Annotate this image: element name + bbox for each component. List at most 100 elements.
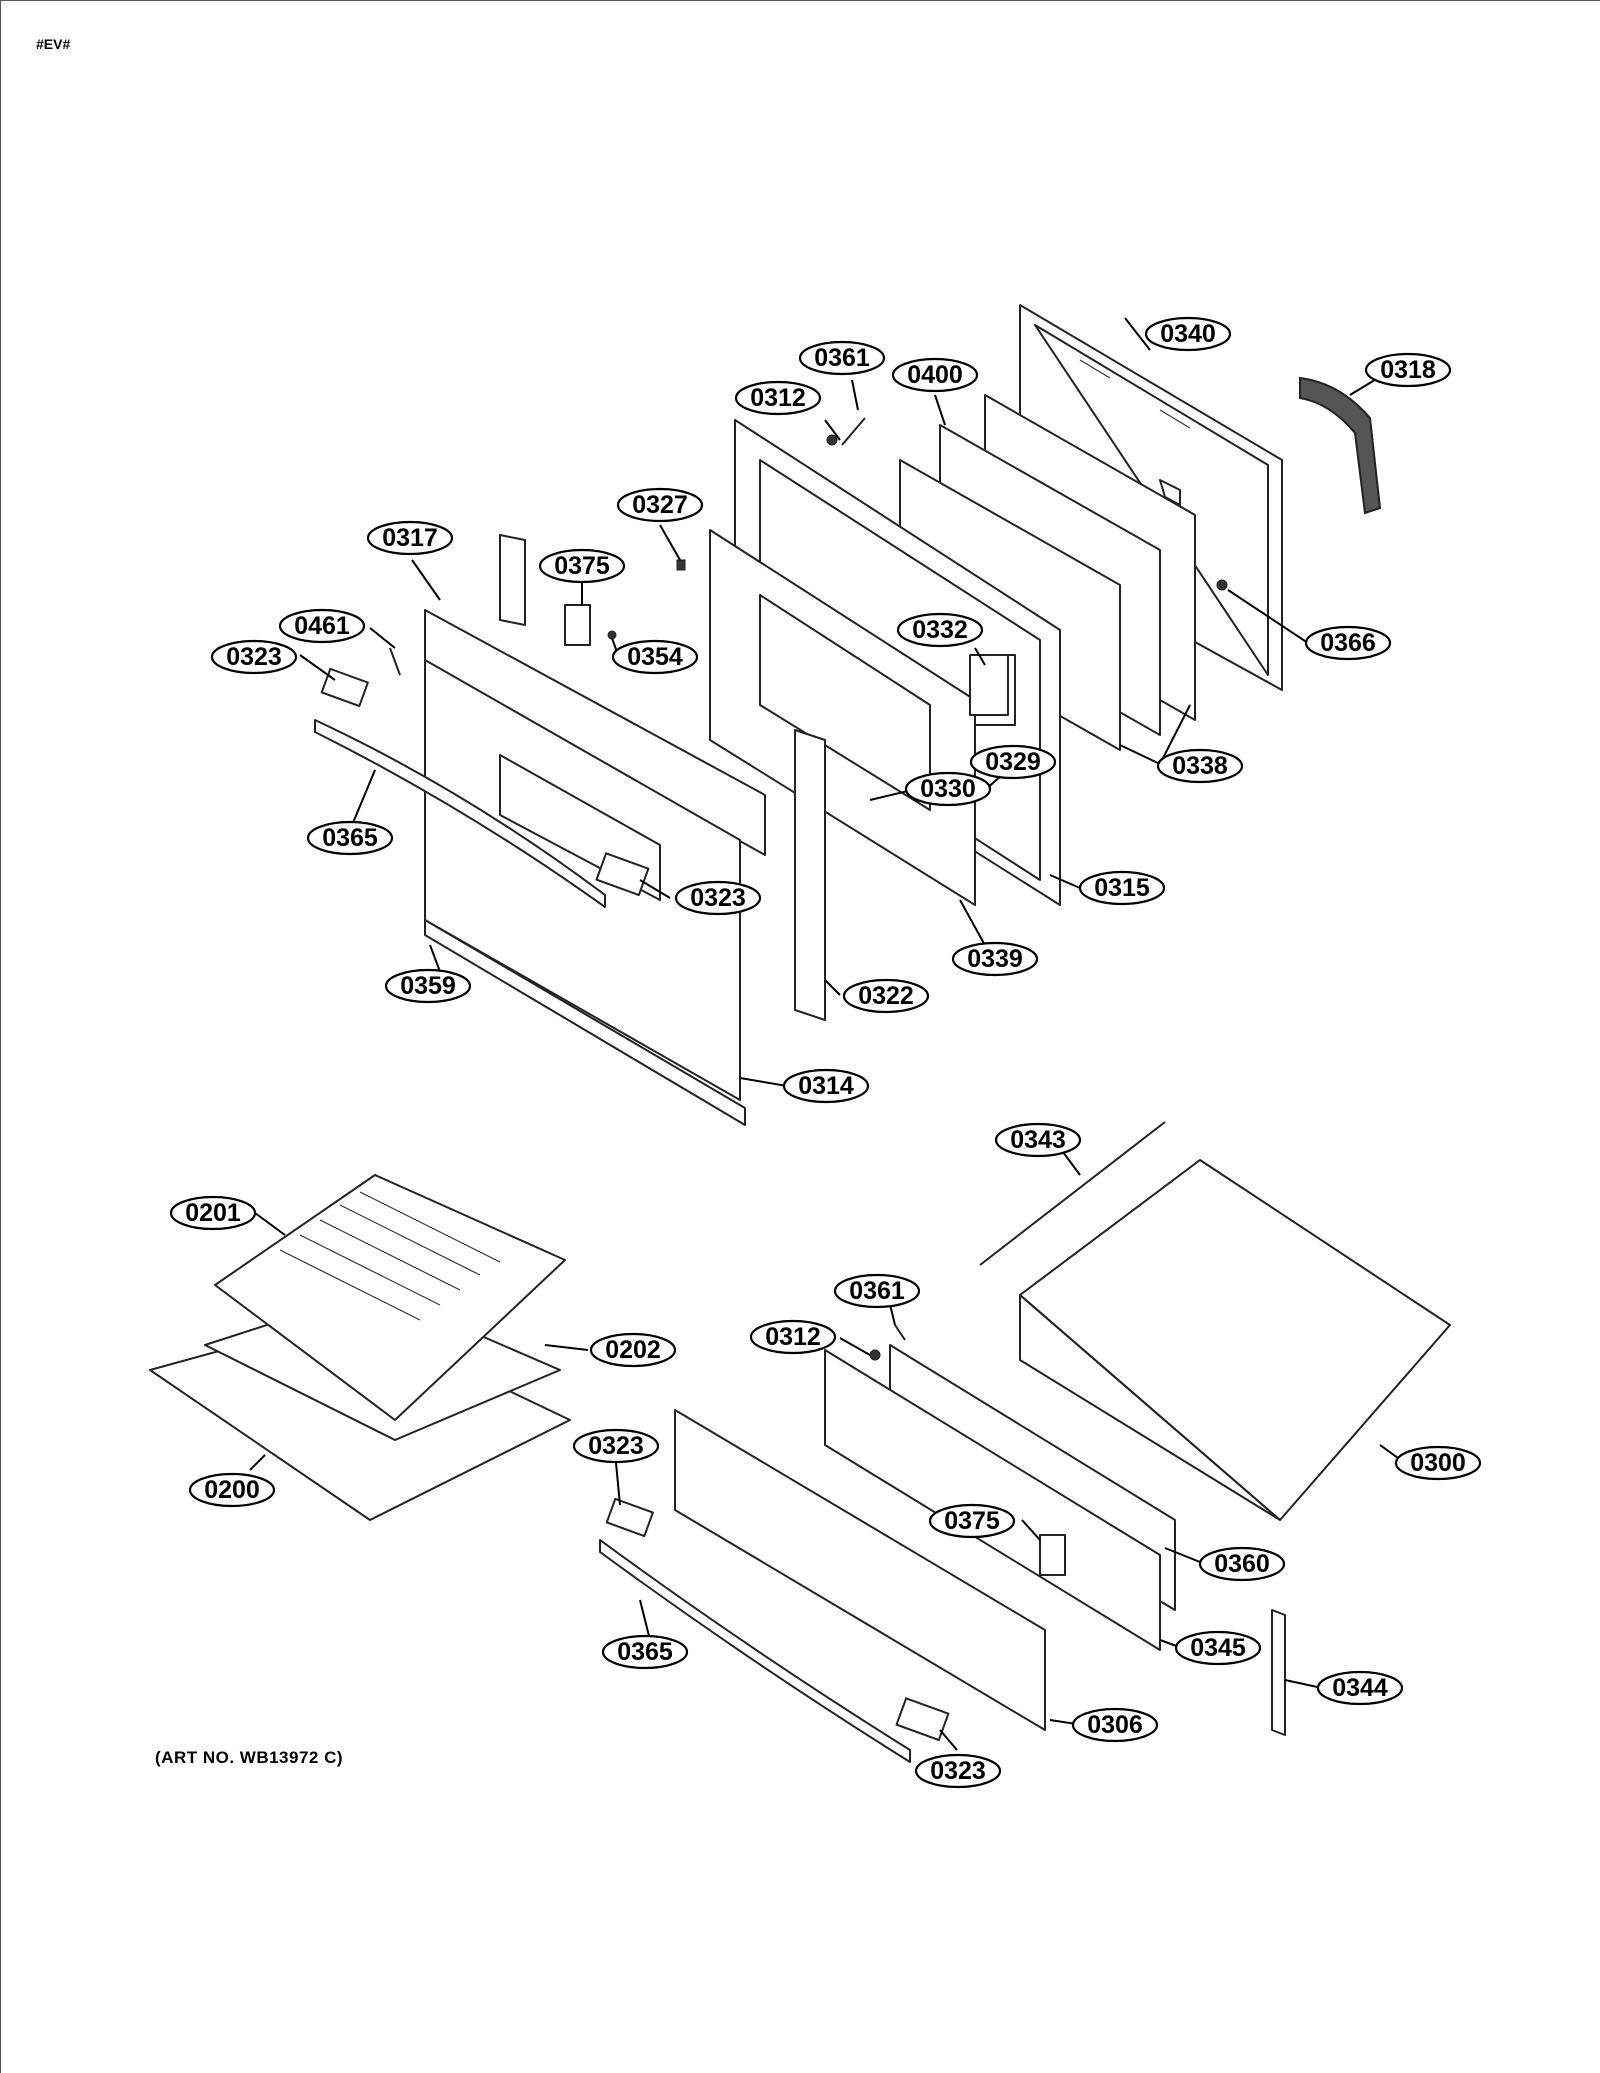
- callout: 0359: [384, 968, 472, 1004]
- broiler-grid-slots: [279, 1191, 501, 1321]
- svg-text:0323: 0323: [226, 643, 282, 671]
- svg-text:0343: 0343: [1010, 1126, 1066, 1154]
- callout: 0354: [611, 639, 699, 675]
- svg-text:0323: 0323: [690, 884, 746, 912]
- callout: 0318: [1364, 352, 1452, 388]
- callout: 0344: [1316, 1670, 1404, 1706]
- drawer-side-rail: [1271, 1609, 1286, 1736]
- svg-text:0365: 0365: [617, 1638, 673, 1666]
- callout: 0375: [538, 548, 626, 584]
- svg-text:0329: 0329: [985, 748, 1041, 776]
- door-side-trim: [794, 729, 826, 1021]
- svg-text:0312: 0312: [765, 1323, 821, 1351]
- washer: [869, 1349, 881, 1361]
- svg-text:0330: 0330: [920, 775, 976, 803]
- svg-text:0339: 0339: [967, 945, 1023, 973]
- callout: 0365: [601, 1634, 689, 1670]
- svg-text:0200: 0200: [204, 1476, 260, 1504]
- svg-text:0361: 0361: [849, 1277, 905, 1305]
- svg-text:0400: 0400: [907, 361, 963, 389]
- svg-text:0338: 0338: [1172, 752, 1228, 780]
- callout: 0461: [278, 608, 366, 644]
- door-gasket: [1299, 376, 1382, 515]
- oven-door-handle: [314, 719, 606, 908]
- door-side-trim-top: [499, 534, 526, 626]
- door-vent-trim: [424, 609, 766, 856]
- svg-text:0306: 0306: [1087, 1711, 1143, 1739]
- svg-text:0323: 0323: [588, 1432, 644, 1460]
- svg-text:0360: 0360: [1214, 1550, 1270, 1578]
- hinge-bracket: [564, 604, 591, 646]
- callout: 0329: [969, 744, 1057, 780]
- svg-text:0354: 0354: [627, 643, 683, 671]
- screw: [894, 1324, 906, 1341]
- svg-text:0361: 0361: [814, 344, 870, 372]
- callout: 0202: [589, 1332, 677, 1368]
- svg-text:0375: 0375: [944, 1507, 1000, 1535]
- clip: [676, 559, 686, 571]
- svg-text:0317: 0317: [382, 524, 438, 552]
- callout: 0366: [1304, 625, 1392, 661]
- svg-text:0315: 0315: [1094, 874, 1150, 902]
- hinge-bracket: [1039, 1534, 1066, 1576]
- svg-text:0201: 0201: [185, 1199, 241, 1227]
- callouts: 0340 0318 0361 0400 0312 0327 0317 0375 …: [169, 316, 1482, 1789]
- svg-text:0375: 0375: [554, 552, 610, 580]
- page-top-border: [0, 0, 1600, 1]
- svg-text:0322: 0322: [858, 982, 914, 1010]
- drawer-back-panel: [824, 1349, 1161, 1651]
- screw: [389, 647, 401, 676]
- page-left-border: [0, 0, 1, 2073]
- callout: 0312: [734, 380, 822, 416]
- svg-text:0461: 0461: [294, 612, 350, 640]
- svg-text:0314: 0314: [798, 1072, 854, 1100]
- screw: [1216, 579, 1228, 591]
- washer: [826, 434, 838, 446]
- callout: 0323: [572, 1428, 660, 1464]
- callout: 0312: [749, 1319, 837, 1355]
- racks-and-pans: [149, 1174, 571, 1521]
- callout: 0375: [928, 1503, 1016, 1539]
- callout: 0322: [842, 978, 930, 1014]
- callout: 0360: [1198, 1546, 1286, 1582]
- callout: 0338: [1156, 748, 1244, 784]
- svg-text:0312: 0312: [750, 384, 806, 412]
- callout: 0332: [896, 612, 984, 648]
- drawer-slide-rail: [979, 1121, 1166, 1266]
- svg-text:0340: 0340: [1160, 320, 1216, 348]
- drawer-assembly: [599, 1121, 1451, 1763]
- callout: 0323: [210, 639, 298, 675]
- svg-text:0366: 0366: [1320, 629, 1376, 657]
- screw: [607, 630, 617, 640]
- callout: 0317: [366, 520, 454, 556]
- svg-text:0327: 0327: [632, 491, 688, 519]
- svg-text:0359: 0359: [400, 972, 456, 1000]
- callout: 0343: [994, 1122, 1082, 1158]
- callout: 0323: [914, 1753, 1002, 1789]
- callout: 0315: [1078, 870, 1166, 906]
- callout: 0340: [1144, 316, 1232, 352]
- svg-text:0332: 0332: [912, 616, 968, 644]
- callout: 0345: [1174, 1630, 1262, 1666]
- callout: 0365: [306, 820, 394, 856]
- svg-text:0318: 0318: [1380, 356, 1436, 384]
- svg-text:0300: 0300: [1410, 1449, 1466, 1477]
- art-number: (ART NO. WB13972 C): [155, 1748, 344, 1767]
- door-latch: [969, 654, 1009, 716]
- svg-text:0323: 0323: [930, 1757, 986, 1785]
- door-inner-liner: [709, 529, 976, 906]
- page-tag: #EV#: [36, 36, 71, 52]
- callout: 0327: [616, 487, 704, 523]
- door-bottom-trim: [424, 919, 746, 1126]
- callout: 0300: [1394, 1445, 1482, 1481]
- svg-text:0344: 0344: [1332, 1674, 1388, 1702]
- callout: 0361: [798, 340, 886, 376]
- handle-end-cap: [605, 1497, 654, 1538]
- leader-lines: [249, 317, 1406, 1751]
- callout: 0323: [674, 880, 762, 916]
- callout: 0200: [188, 1472, 276, 1508]
- drawer-front: [674, 1409, 1046, 1731]
- callout: 0201: [169, 1195, 257, 1231]
- svg-text:0365: 0365: [322, 824, 378, 852]
- callout: 0400: [891, 357, 979, 393]
